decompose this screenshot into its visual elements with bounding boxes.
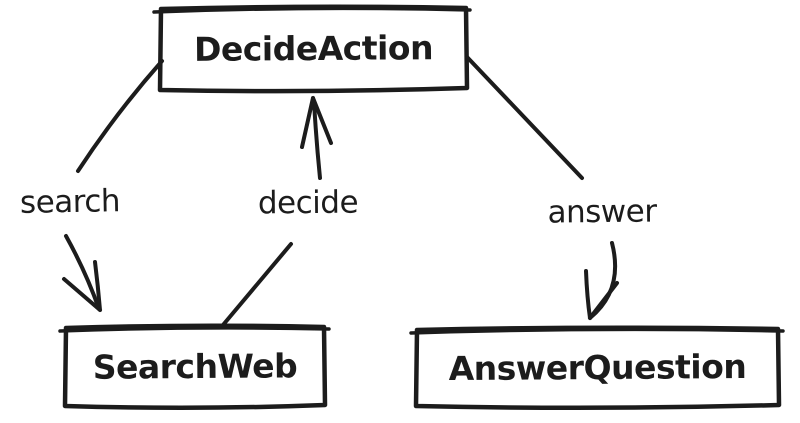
decide-action-box-overdraw [152,6,472,14]
node-decide-action-label: DecideAction [193,28,434,69]
edge-answer-arrow-shaft [588,241,618,320]
node-decide-action: DecideAction [159,5,469,92]
node-search-web-label: SearchWeb [92,346,298,387]
edge-decide-line [221,242,293,327]
edge-decide-arrow-shaft [312,99,322,180]
node-answer-question: AnswerQuestion [415,326,781,410]
edge-answer-arrowhead [584,269,619,320]
node-search-web: SearchWeb [64,324,327,409]
decide-action-box [157,4,470,94]
edge-search-arrow-shaft [64,234,101,311]
search-web-box [62,323,328,411]
search-web-box-overdraw [58,326,331,333]
edge-search-arrowhead [62,260,102,312]
edge-decide-arrowhead [300,96,333,149]
answer-question-box [413,325,782,411]
edge-search-line [76,59,164,173]
edge-answer-line [465,55,584,180]
node-answer-question-label: AnswerQuestion [448,346,747,389]
answer-question-box-overdraw [409,327,785,335]
edge-label-decide: decide [257,184,359,222]
edge-label-search: search [19,183,121,221]
edge-label-answer: answer [547,193,657,231]
